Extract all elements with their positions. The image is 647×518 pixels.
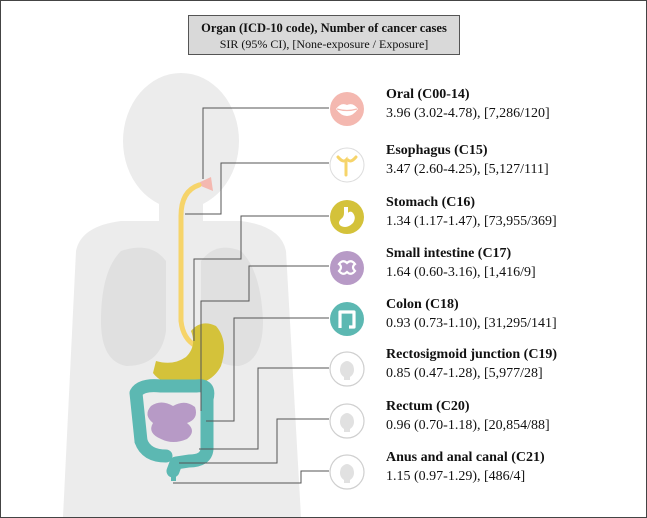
organ-row-small-intestine: Small intestine (C17) 1.64 (0.60-3.16), … bbox=[329, 246, 645, 290]
organ-row-colon: Colon (C18) 0.93 (0.73-1.10), [31,295/14… bbox=[329, 297, 645, 341]
leader-lines bbox=[173, 107, 329, 484]
legend-box: Organ (ICD-10 code), Number of cancer ca… bbox=[188, 15, 460, 55]
organ-name: Anus and anal canal (C21) bbox=[386, 450, 545, 465]
anal-canal bbox=[171, 471, 176, 481]
colon-icon bbox=[330, 302, 364, 336]
organ-row-rectum: Rectum (C20) 0.96 (0.70-1.18), [20,854/8… bbox=[329, 399, 645, 443]
organ-stat: 3.96 (3.02-4.78), [7,286/120] bbox=[386, 106, 550, 121]
organ-stat: 0.96 (0.70-1.18), [20,854/88] bbox=[386, 418, 550, 433]
organ-stat: 1.34 (1.17-1.47), [73,955/369] bbox=[386, 214, 557, 229]
colon-organ bbox=[129, 379, 215, 478]
organ-row-rectosigmoid: Rectosigmoid junction (C19) 0.85 (0.47-1… bbox=[329, 347, 645, 391]
organ-row-esophagus: Esophagus (C15) 3.47 (2.60-4.25), [5,127… bbox=[329, 143, 645, 187]
stomach-icon bbox=[330, 200, 364, 234]
organ-name: Stomach (C16) bbox=[386, 195, 476, 210]
esophagus-organ bbox=[178, 182, 202, 349]
legend-subtitle: SIR (95% CI), [None-exposure / Exposure] bbox=[219, 37, 429, 51]
stomach-organ bbox=[153, 323, 225, 386]
organ-stat: 1.64 (0.60-3.16), [1,416/9] bbox=[386, 265, 536, 280]
organ-row-anus: Anus and anal canal (C21) 1.15 (0.97-1.2… bbox=[329, 450, 645, 494]
organ-name: Rectosigmoid junction (C19) bbox=[386, 347, 558, 362]
mouth-organ bbox=[196, 177, 213, 191]
rectosigmoid-icon bbox=[329, 351, 365, 387]
organ-stat: 3.47 (2.60-4.25), [5,127/111] bbox=[386, 162, 549, 177]
organ-name: Rectum (C20) bbox=[386, 399, 470, 414]
organ-row-stomach: Stomach (C16) 1.34 (1.17-1.47), [73,955/… bbox=[329, 195, 645, 239]
organ-stat: 0.85 (0.47-1.28), [5,977/28] bbox=[386, 366, 543, 381]
organ-stat: 0.93 (0.73-1.10), [31,295/141] bbox=[386, 316, 557, 331]
organ-stat: 1.15 (0.97-1.29), [486/4] bbox=[386, 469, 526, 484]
anus-icon bbox=[329, 454, 365, 490]
organ-name: Oral (C00-14) bbox=[386, 87, 470, 102]
small-intestine-organ bbox=[147, 402, 196, 442]
lips-icon bbox=[330, 92, 364, 126]
organ-name: Small intestine (C17) bbox=[386, 246, 512, 261]
rectum-icon bbox=[329, 403, 365, 439]
legend-title: Organ (ICD-10 code), Number of cancer ca… bbox=[201, 21, 447, 35]
organ-name: Esophagus (C15) bbox=[386, 143, 488, 158]
organ-row-oral: Oral (C00-14) 3.96 (3.02-4.78), [7,286/1… bbox=[329, 87, 645, 131]
esophagus-icon bbox=[329, 147, 365, 183]
colon-lower bbox=[134, 434, 173, 463]
small-intestine-icon bbox=[330, 251, 364, 285]
organ-name: Colon (C18) bbox=[386, 297, 459, 312]
